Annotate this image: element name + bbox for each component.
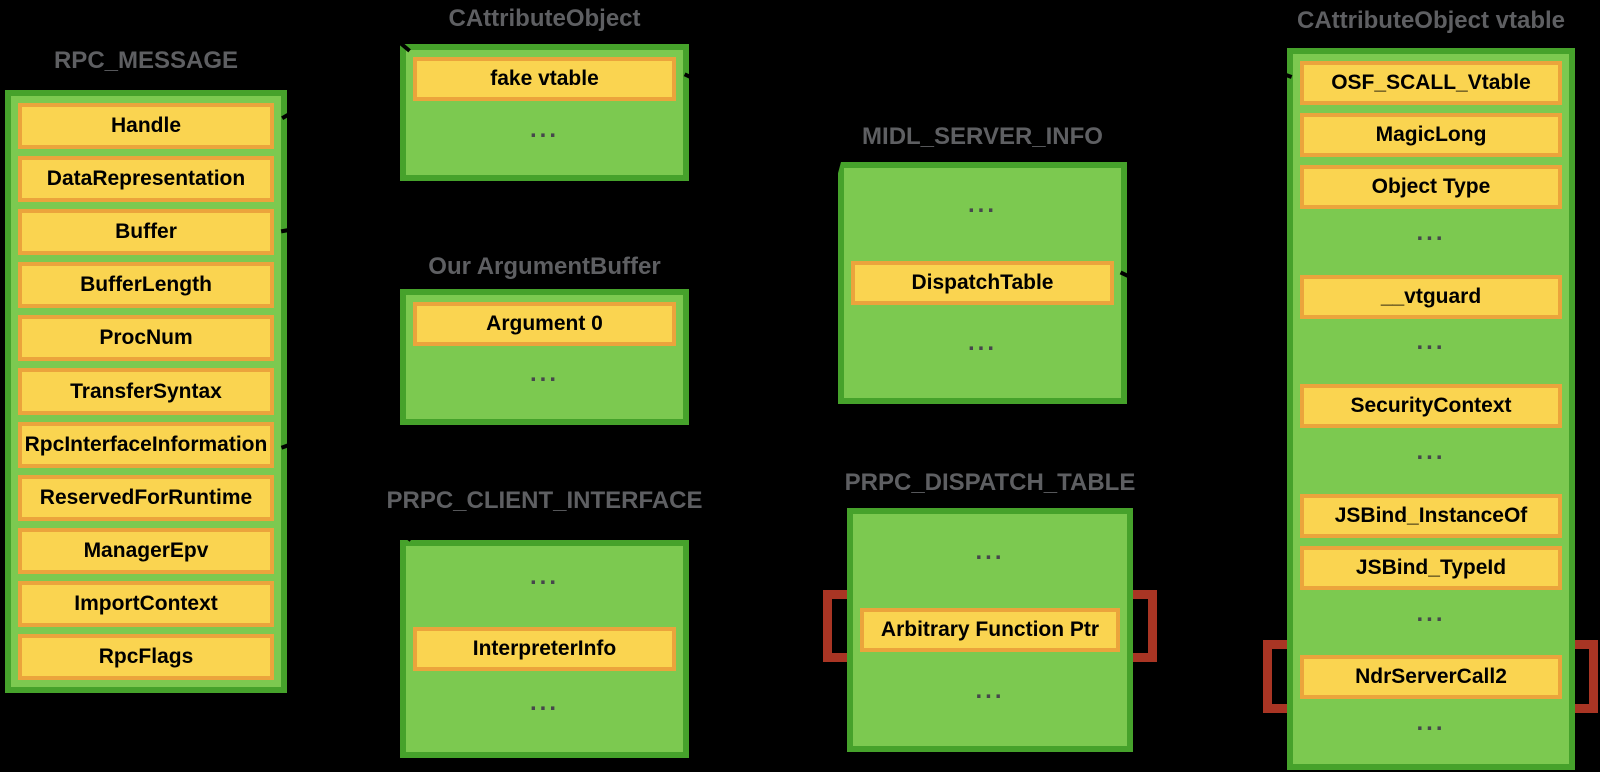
field-cell-argument-0: Argument 0 <box>413 302 676 346</box>
ellipsis-label: ... <box>529 689 559 717</box>
field-label: Argument 0 <box>486 312 603 335</box>
field-cell-object-type: Object Type <box>1300 165 1562 209</box>
ellipsis-label: ... <box>529 563 559 591</box>
field-label: DispatchTable <box>911 271 1054 294</box>
field-label: NdrServerCall2 <box>1355 665 1507 689</box>
field-label: ReservedForRuntime <box>39 485 253 509</box>
struct-box-prpc-dispatch-table: ... Arbitrary Function Ptr... <box>847 508 1133 752</box>
ellipsis-row: ... <box>1300 217 1562 267</box>
field-cell-buffer: Buffer <box>18 209 274 256</box>
field-label: JSBind_TypeId <box>1355 555 1507 579</box>
struct-box-cattribute-object: fake vtable... <box>400 44 689 181</box>
field-cell-transfersyntax: TransferSyntax <box>18 368 274 415</box>
box-title-rpc-message: RPC_MESSAGE <box>53 47 239 74</box>
ellipsis-row: ... <box>413 354 676 412</box>
ellipsis-label: ... <box>1416 599 1446 627</box>
box-title-cattribute-object-vtable: CAttributeObject vtable <box>1296 7 1566 34</box>
field-label: MagicLong <box>1375 123 1487 146</box>
ellipsis-row: ... <box>851 175 1114 253</box>
field-label: Handle <box>110 114 181 138</box>
ellipsis-label: ... <box>1416 218 1446 246</box>
struct-box-midl-server-info: ... DispatchTable... <box>838 162 1127 404</box>
field-cell-dispatchtable: DispatchTable <box>851 261 1114 305</box>
ellipsis-label: ... <box>1416 709 1446 737</box>
field-cell-rpcinterfaceinformation: RpcInterfaceInformation <box>18 421 274 468</box>
field-label: TransferSyntax <box>70 379 222 403</box>
ellipsis-label: ... <box>1416 438 1446 466</box>
field-label: Arbitrary Function Ptr <box>880 618 1100 641</box>
field-label: Object Type <box>1371 175 1491 198</box>
field-cell-securitycontext: SecurityContext <box>1300 384 1562 429</box>
field-cell-vtguard: __vtguard <box>1300 274 1562 319</box>
ellipsis-row: ... <box>413 553 676 619</box>
field-cell-handle: Handle <box>18 103 274 150</box>
field-cell-jsbind-instanceof: JSBind_InstanceOf <box>1300 493 1562 538</box>
struct-box-prpc-client-interface: ... InterpreterInfo... <box>400 540 689 758</box>
ellipsis-label: ... <box>529 115 559 143</box>
ellipsis-label: ... <box>975 676 1005 704</box>
field-cell-procnum: ProcNum <box>18 315 274 362</box>
field-label: RpcFlags <box>98 644 194 668</box>
field-cell-jsbind-typeid: JSBind_TypeId <box>1300 545 1562 590</box>
ellipsis-row: ... <box>1300 598 1562 648</box>
box-title-prpc-dispatch-table: PRPC_DISPATCH_TABLE <box>844 469 1136 496</box>
ellipsis-row: ... <box>413 679 676 745</box>
field-cell-importcontext: ImportContext <box>18 580 274 627</box>
ellipsis-label: ... <box>975 537 1005 565</box>
box-title-prpc-client-interface: PRPC_CLIENT_INTERFACE <box>386 487 703 514</box>
field-cell-ndrservercall2: NdrServerCall2 <box>1300 655 1562 700</box>
field-label: __vtguard <box>1380 284 1482 308</box>
ellipsis-row: ... <box>413 109 676 168</box>
field-cell-managerepv: ManagerEpv <box>18 527 274 574</box>
box-title-our-argument-buffer: Our ArgumentBuffer <box>428 253 661 280</box>
ellipsis-row: ... <box>1300 436 1562 486</box>
field-cell-interpreterinfo: InterpreterInfo <box>413 627 676 671</box>
box-title-cattribute-object: CAttributeObject <box>448 5 641 32</box>
field-cell-bufferlength: BufferLength <box>18 262 274 309</box>
field-cell-magiclong: MagicLong <box>1300 113 1562 157</box>
ellipsis-label: ... <box>967 191 997 219</box>
field-label: ProcNum <box>99 326 193 350</box>
field-label: DataRepresentation <box>46 167 246 191</box>
field-cell-arbitrary-function-ptr: Arbitrary Function Ptr <box>860 608 1120 652</box>
field-label: ManagerEpv <box>83 538 209 562</box>
field-label: InterpreterInfo <box>472 637 617 660</box>
field-label: fake vtable <box>490 67 599 90</box>
ellipsis-label: ... <box>529 360 559 388</box>
field-label: SecurityContext <box>1350 394 1512 418</box>
ellipsis-row: ... <box>860 660 1120 739</box>
field-label: BufferLength <box>80 273 212 297</box>
ellipsis-label: ... <box>1416 328 1446 356</box>
field-label: OSF_SCALL_Vtable <box>1331 71 1531 94</box>
field-cell-fake-vtable: fake vtable <box>413 57 676 101</box>
box-title-midl-server-info: MIDL_SERVER_INFO <box>862 123 1103 150</box>
field-label: Buffer <box>115 220 177 244</box>
field-label: ImportContext <box>74 591 218 615</box>
struct-box-our-argument-buffer: Argument 0... <box>400 289 689 425</box>
field-label: JSBind_InstanceOf <box>1334 503 1528 527</box>
ellipsis-label: ... <box>967 329 997 357</box>
field-cell-datarepresentation: DataRepresentation <box>18 156 274 203</box>
field-cell-reservedforruntime: ReservedForRuntime <box>18 474 274 521</box>
field-label: RpcInterfaceInformation <box>24 432 268 456</box>
field-cell-rpcflags: RpcFlags <box>18 633 274 681</box>
ellipsis-row: ... <box>1300 327 1562 377</box>
ellipsis-row: ... <box>860 521 1120 600</box>
ellipsis-row: ... <box>1300 707 1562 757</box>
field-cell-osf-scall-vtable: OSF_SCALL_Vtable <box>1300 61 1562 105</box>
ellipsis-row: ... <box>851 313 1114 391</box>
